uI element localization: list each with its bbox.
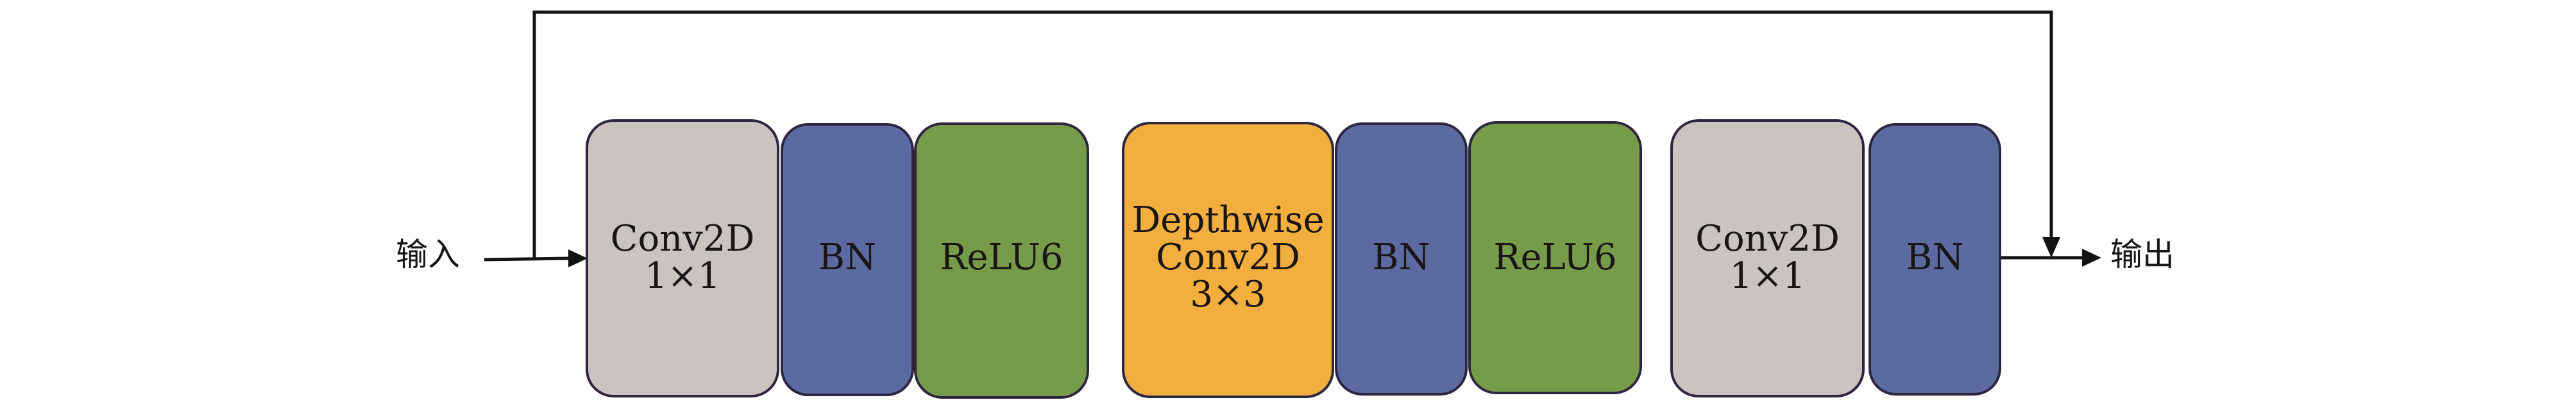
block-box-conv1x1 — [1670, 119, 1865, 397]
block-label: Conv2D — [1156, 237, 1300, 278]
block-label: BN — [1906, 237, 1963, 278]
block-label: 1×1 — [645, 255, 720, 297]
block-label: Conv2D — [611, 218, 755, 260]
block-label: 1×1 — [1729, 255, 1805, 297]
block-bn1: BN — [781, 123, 914, 396]
block-box-conv1x1 — [586, 119, 779, 397]
skip-arrowhead-icon — [2042, 237, 2060, 258]
block-relu2: ReLU6 — [1468, 121, 1642, 394]
block-relu1: ReLU6 — [914, 122, 1089, 399]
block-label: Depthwise — [1131, 199, 1324, 241]
output-label: 输出 — [2110, 236, 2174, 273]
block-box-bn — [781, 123, 914, 396]
block-bn3: BN — [1868, 123, 2001, 396]
block-box-bn — [1868, 123, 2001, 396]
block-box-bn — [1335, 122, 1468, 396]
block-box-relu — [1468, 121, 1642, 394]
block-bn2: BN — [1335, 122, 1468, 396]
block-box-depthwise — [1122, 122, 1334, 398]
skip-connection-line — [532, 10, 2053, 259]
input-arrow-line — [484, 256, 570, 262]
block-label: 3×3 — [1190, 274, 1266, 315]
block-label: BN — [818, 237, 876, 278]
input-arrowhead-icon — [568, 249, 588, 267]
block-box-relu — [914, 122, 1089, 399]
input-label: 输入 — [396, 236, 460, 273]
block-label: BN — [1372, 237, 1430, 278]
block-label: ReLU6 — [940, 237, 1063, 278]
block-label: ReLU6 — [1493, 237, 1616, 278]
output-arrowhead-icon — [2082, 249, 2101, 267]
block-label: Conv2D — [1695, 218, 1840, 260]
